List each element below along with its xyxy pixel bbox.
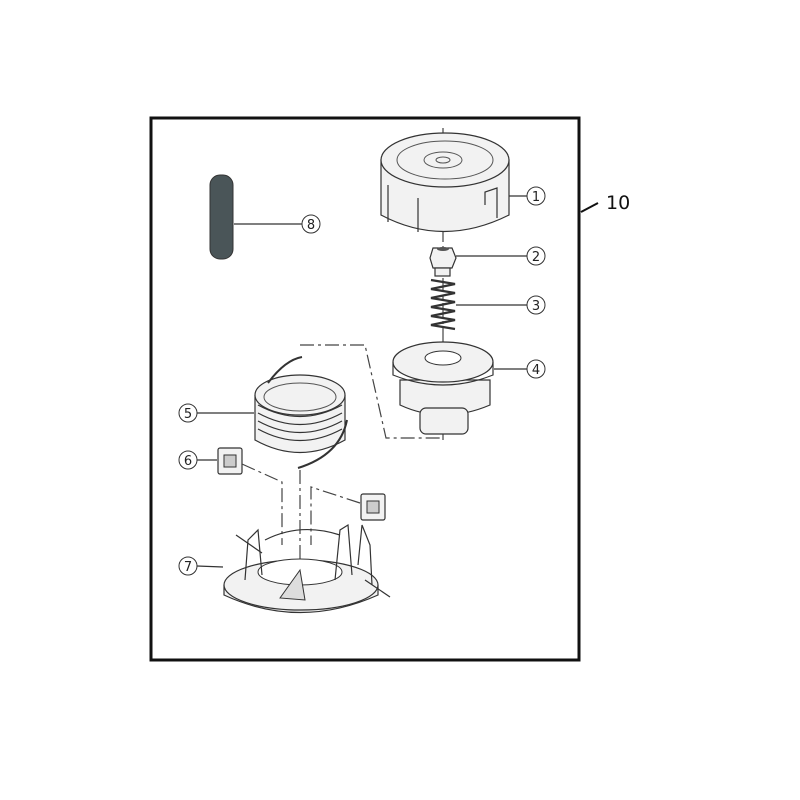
svg-text:1: 1 [532,190,540,205]
part-label-4: 4 [526,359,546,379]
part-7-base [196,523,391,613]
part-1-cap [380,132,527,233]
part-label-7: 7 [178,556,198,576]
svg-text:5: 5 [184,407,192,422]
part-6-clip [197,447,386,521]
part-label-1: 1 [526,186,546,206]
assembly-label: 10 [606,192,630,214]
diagram-frame [149,116,581,662]
part-label-8: 8 [301,214,321,234]
svg-text:2: 2 [532,250,540,265]
part-4-spool [392,341,527,435]
svg-text:3: 3 [532,299,540,314]
guide-line [241,463,283,545]
guide-line [310,486,361,545]
svg-text:6: 6 [184,454,192,469]
part-label-6: 6 [178,450,198,470]
assembly-leader [580,202,599,213]
svg-text:7: 7 [184,560,192,575]
part-label-3: 3 [526,295,546,315]
part-label-5: 5 [178,403,198,423]
svg-text:8: 8 [307,218,315,233]
part-3-spring [430,278,527,331]
part-label-2: 2 [526,246,546,266]
part-8-rod [209,174,302,260]
part-5-line-coil [197,356,348,469]
part-2-nut [429,247,527,277]
guide-line [300,344,443,439]
svg-text:4: 4 [532,363,540,378]
